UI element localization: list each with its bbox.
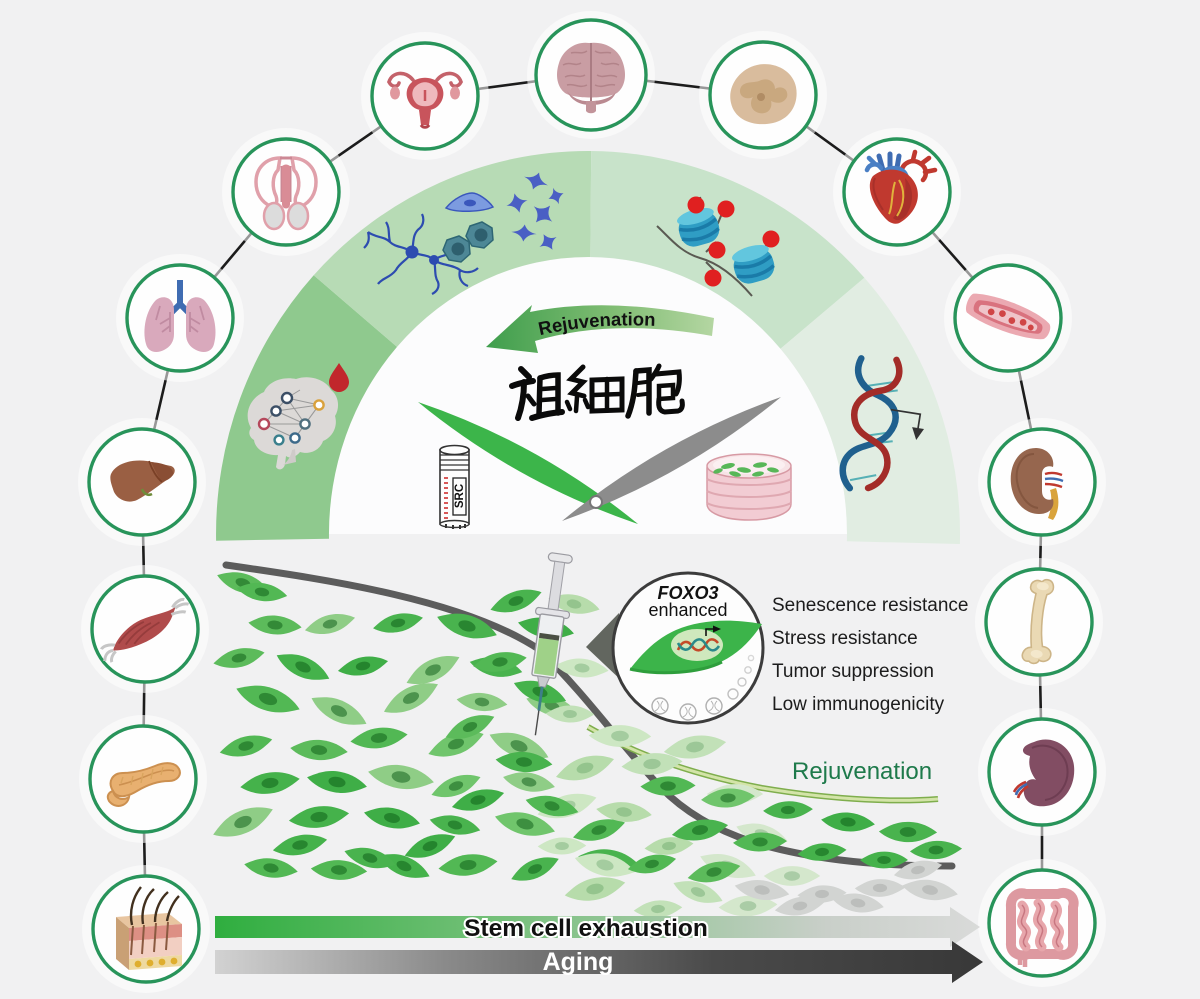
svg-text:Low immunogenicity: Low immunogenicity xyxy=(772,694,945,715)
svg-text:Rejuvenation: Rejuvenation xyxy=(792,758,932,785)
svg-text:Senescence resistance: Senescence resistance xyxy=(772,595,968,616)
svg-text:Stem cell exhaustion: Stem cell exhaustion xyxy=(464,915,708,942)
svg-text:Aging: Aging xyxy=(543,948,614,976)
svg-text:enhanced: enhanced xyxy=(648,600,727,620)
svg-text:FOXO3: FOXO3 xyxy=(657,583,718,603)
svg-text:Tumor suppression: Tumor suppression xyxy=(772,661,934,682)
svg-text:Stress resistance: Stress resistance xyxy=(772,628,918,649)
svg-text:SRC: SRC xyxy=(454,484,466,508)
